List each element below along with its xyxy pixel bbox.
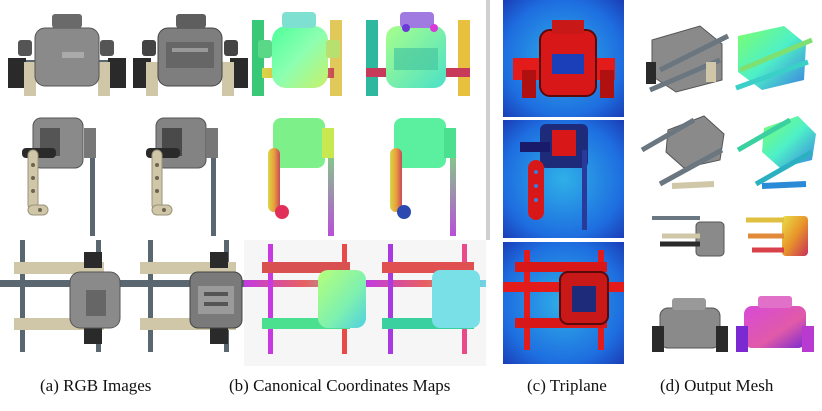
rgb-image-1-2 [133, 14, 248, 96]
mesh-rgb-3 [652, 216, 725, 257]
mesh-ccm-3 [746, 216, 808, 256]
caption-output-mesh: (d) Output Mesh [660, 376, 774, 395]
rgb-image-2-2 [146, 117, 218, 236]
ccm-panel [244, 12, 486, 366]
ccm-map-3-1 [244, 244, 366, 354]
ccm-map-1-1 [252, 12, 342, 96]
caption-rgb-images: (a) RGB Images [40, 376, 152, 395]
ccm-map-2-2 [390, 118, 456, 236]
caption-canonical-coordinates-maps: (b) Canonical Coordinates Maps [229, 376, 451, 395]
mesh-rgb-2 [640, 115, 725, 189]
triplane-plane-1 [503, 0, 624, 117]
rgb-image-3-2 [128, 240, 248, 352]
rgb-image-1-1 [8, 14, 126, 96]
rgb-image-3-1 [0, 240, 128, 352]
rgb-image-2-1 [22, 117, 96, 236]
rgb-images-panel [0, 14, 248, 352]
triplane-panel [486, 0, 624, 364]
ccm-map-2-1 [268, 118, 334, 236]
mesh-ccm-1 [735, 26, 813, 91]
mesh-ccm-2 [736, 116, 816, 189]
triplane-plane-2 [503, 120, 624, 238]
caption-triplane: (c) Triplane [527, 376, 607, 395]
ccm-map-3-2 [366, 244, 486, 354]
ccm-map-1-2 [366, 12, 470, 96]
output-mesh-panel [640, 25, 816, 352]
triplane-plane-3 [503, 242, 624, 364]
mesh-ccm-4 [736, 296, 814, 352]
mesh-rgb-4 [652, 298, 728, 352]
mesh-rgb-1 [646, 25, 730, 93]
